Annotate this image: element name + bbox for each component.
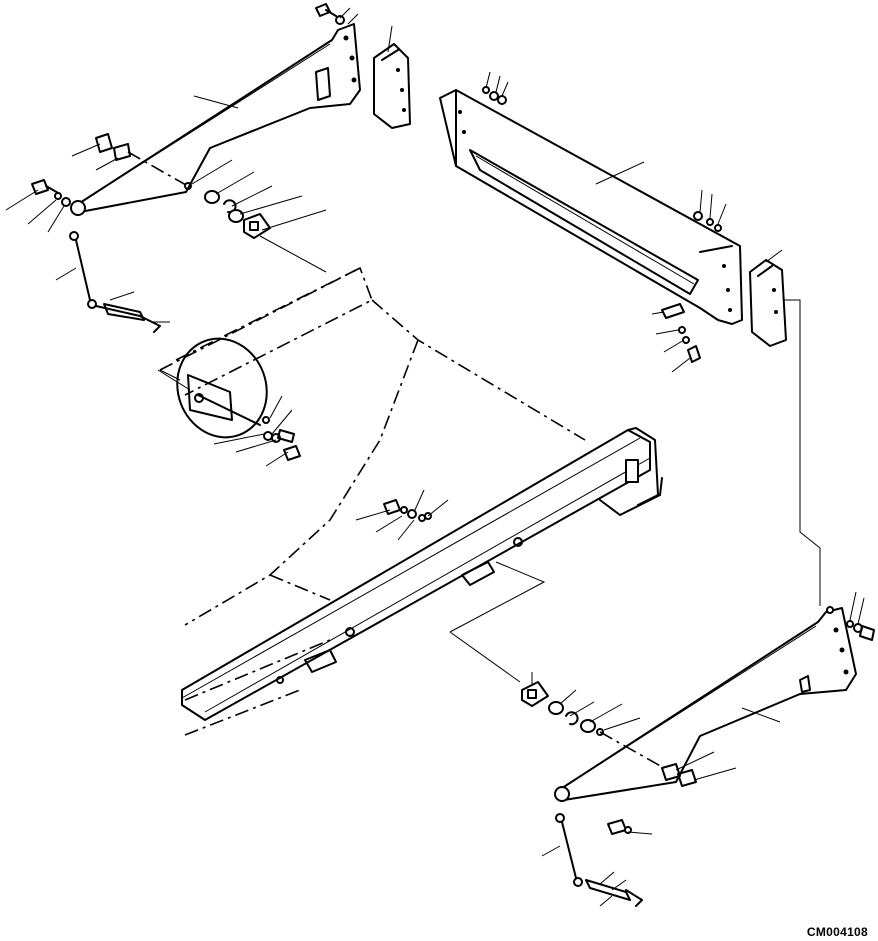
leader-lines bbox=[5, 7, 865, 907]
drawing-code: CM004108 bbox=[806, 925, 868, 939]
left-arm-assembly bbox=[31, 3, 411, 333]
center-fasteners bbox=[262, 416, 432, 522]
lower-right-arm-assembly bbox=[521, 606, 875, 907]
right-beam-assembly bbox=[439, 86, 787, 363]
main-frame bbox=[159, 266, 663, 736]
